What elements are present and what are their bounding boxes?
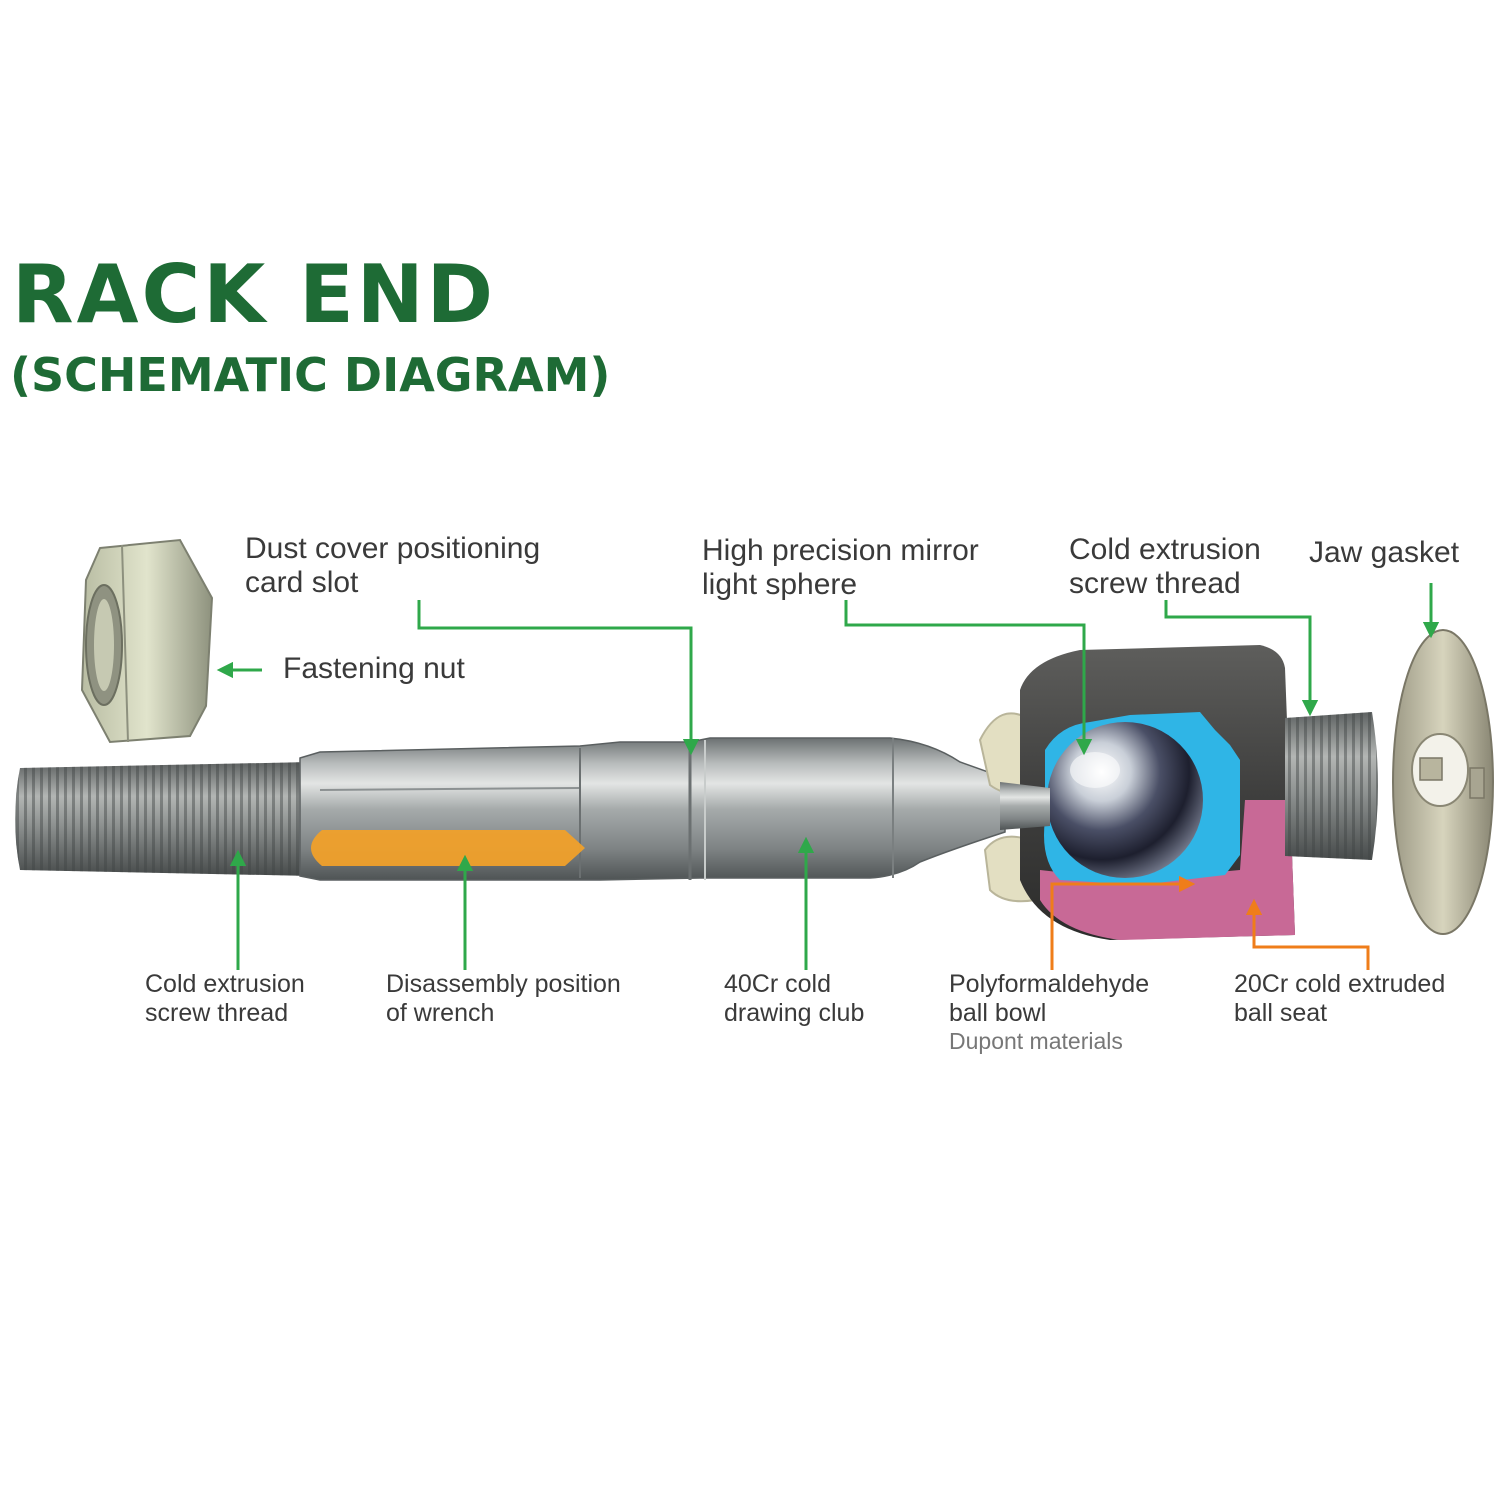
label-mirror-sphere-line2: light sphere bbox=[702, 567, 858, 601]
label-wrench-position: Disassembly position of wrench bbox=[386, 970, 621, 1028]
label-ball-bowl: Polyformaldehyde ball bowl Dupont materi… bbox=[949, 970, 1149, 1055]
leader-screw-thread-top bbox=[1164, 600, 1319, 717]
label-screw-thread-bottom-line2: screw thread bbox=[145, 999, 289, 1027]
label-screw-thread-bottom-line1: Cold extrusion bbox=[145, 970, 305, 998]
green-leaders bbox=[216, 583, 1440, 970]
label-jaw-gasket: Jaw gasket bbox=[1309, 536, 1460, 569]
leader-dust-cover bbox=[417, 600, 700, 756]
left-thread bbox=[15, 762, 312, 876]
leader-ball-bowl bbox=[1050, 875, 1196, 970]
wrench-flat-area bbox=[311, 830, 585, 866]
label-ball-bowl-note: Dupont materials bbox=[949, 1028, 1123, 1054]
label-dust-cover-line2: card slot bbox=[245, 565, 359, 599]
label-ball-seat-line2: ball seat bbox=[1234, 999, 1328, 1027]
label-drawing-club-line2: drawing club bbox=[724, 999, 865, 1027]
label-dust-cover-line1: Dust cover positioning bbox=[245, 532, 541, 565]
diagram-subtitle: (SCHEMATIC DIAGRAM) bbox=[10, 348, 611, 402]
orange-leaders bbox=[1050, 875, 1370, 970]
right-thread bbox=[1285, 712, 1378, 860]
label-drawing-club-line1: 40Cr cold bbox=[724, 970, 831, 998]
label-screw-thread-top-line1: Cold extrusion bbox=[1069, 533, 1261, 566]
label-wrench-position-line1: Disassembly position bbox=[386, 970, 621, 998]
label-screw-thread-bottom: Cold extrusion screw thread bbox=[145, 970, 305, 1028]
diagram-title: RACK END bbox=[12, 248, 497, 341]
label-wrench-position-line2: of wrench bbox=[386, 999, 495, 1027]
label-screw-thread-top-line2: screw thread bbox=[1069, 566, 1241, 600]
label-ball-bowl-line1: Polyformaldehyde bbox=[949, 970, 1150, 998]
label-ball-bowl-line2: ball bowl bbox=[949, 999, 1047, 1027]
leader-ball-seat bbox=[1245, 898, 1370, 970]
label-mirror-sphere-line1: High precision mirror bbox=[702, 534, 979, 567]
label-mirror-sphere: High precision mirror light sphere bbox=[702, 534, 979, 601]
label-ball-seat-line1: 20Cr cold extruded bbox=[1234, 970, 1446, 998]
label-fastening-nut: Fastening nut bbox=[283, 652, 465, 685]
label-ball-seat: 20Cr cold extruded ball seat bbox=[1234, 970, 1445, 1028]
leader-mirror-sphere bbox=[844, 600, 1093, 756]
label-screw-thread-top: Cold extrusion screw thread bbox=[1069, 533, 1261, 600]
jaw-gasket-washer bbox=[1392, 629, 1494, 935]
label-drawing-club: 40Cr cold drawing club bbox=[724, 970, 864, 1028]
fastening-nut bbox=[80, 538, 214, 744]
ball-housing bbox=[1000, 645, 1295, 940]
label-dust-cover-slot: Dust cover positioning card slot bbox=[245, 532, 540, 599]
